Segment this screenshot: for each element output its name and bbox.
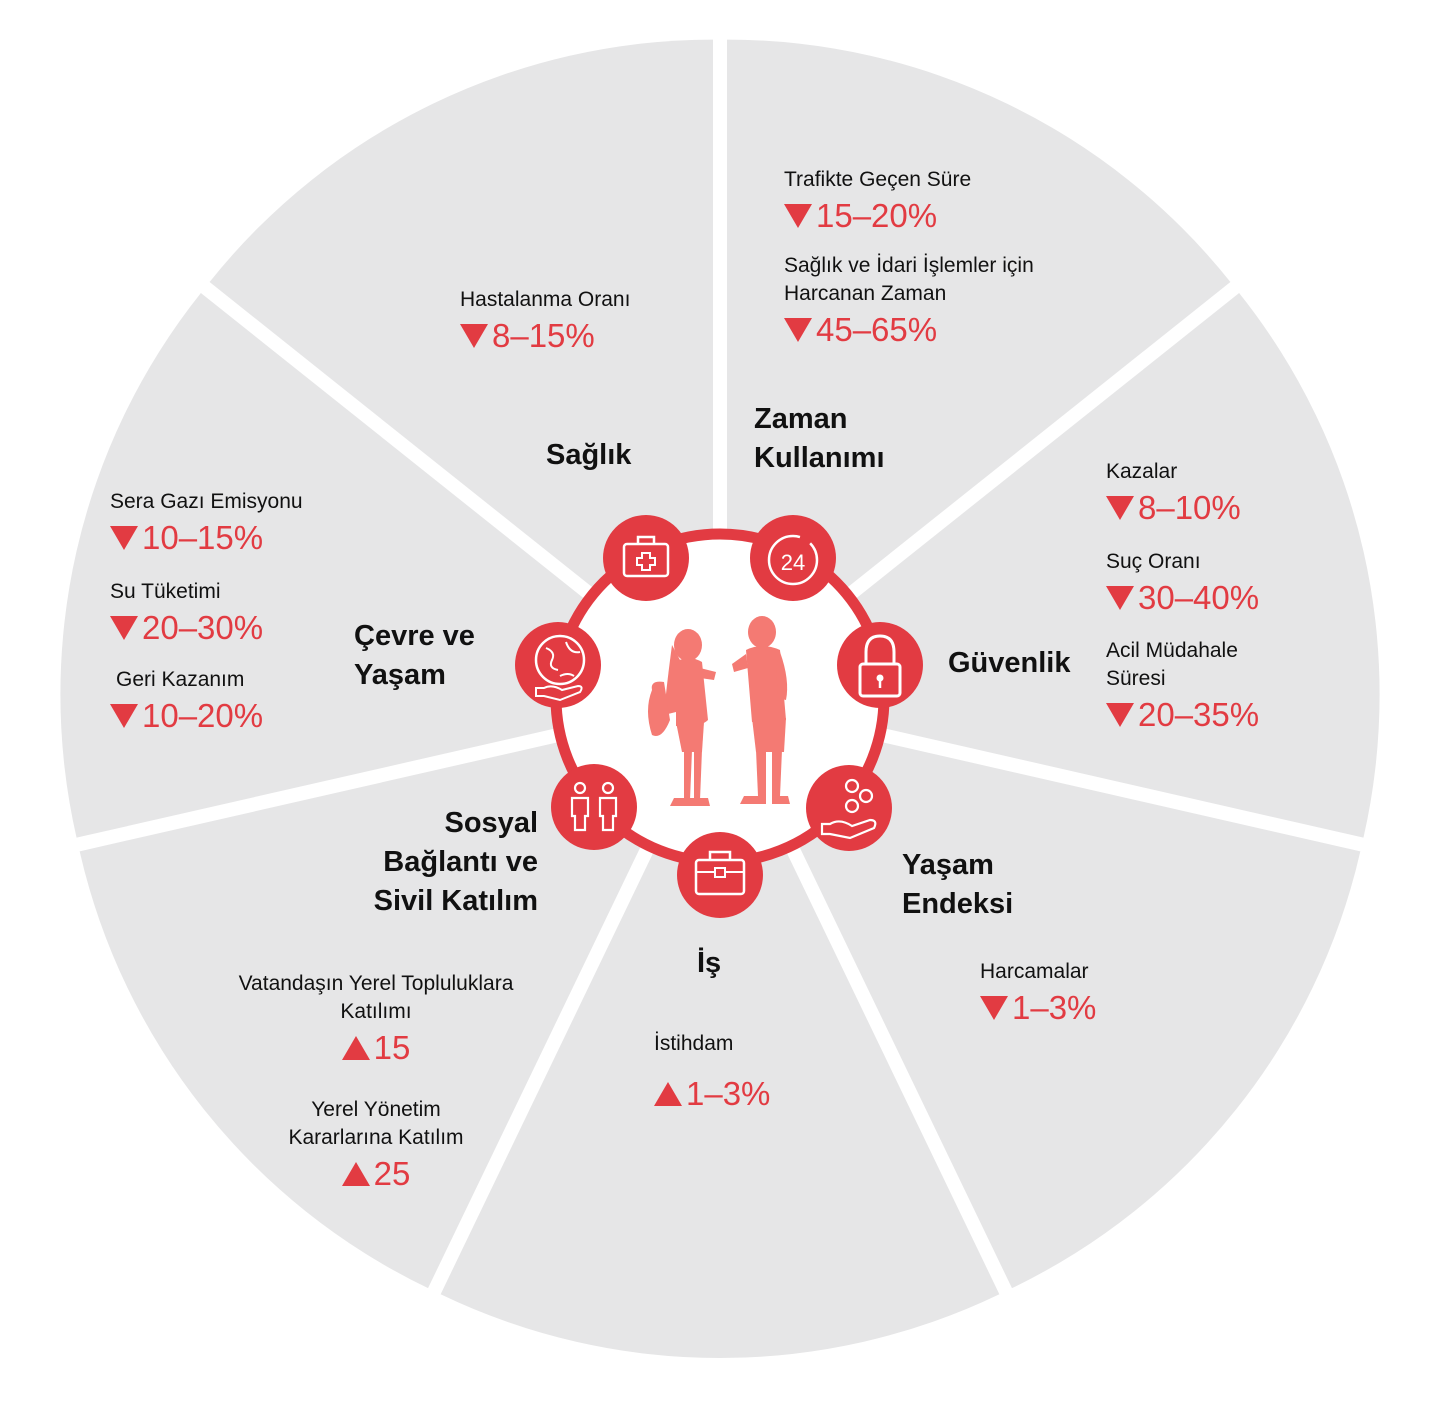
- segment-sector-cevre: [209, 39, 713, 684]
- metric-value: 15: [196, 1026, 556, 1070]
- metric-yerel-yonetim-katilim: Yerel Yönetim Kararlarına Katılım 25: [216, 1096, 536, 1196]
- metric-value: 30–40%: [1106, 576, 1259, 620]
- down-arrow-icon: [1106, 703, 1134, 727]
- two-people-icon: [551, 764, 637, 850]
- up-arrow-icon: [341, 1036, 370, 1060]
- down-arrow-icon: [1106, 496, 1134, 520]
- metric-value: 10–20%: [110, 694, 263, 738]
- metric-label: Sera Gazı Emisyonu: [110, 490, 303, 513]
- metric-value-text: 8–15%: [492, 317, 595, 354]
- metric-value: 1–3%: [654, 1072, 770, 1116]
- metric-sera-gazi-emisyonu: Sera Gazı Emisyonu 10–15%: [110, 488, 303, 560]
- metric-value: 45–65%: [784, 308, 1034, 352]
- metric-suc-orani: Suç Oranı 30–40%: [1106, 548, 1259, 620]
- metric-label: Su Tüketimi: [110, 580, 221, 603]
- hand-coins-icon: [806, 765, 892, 851]
- up-arrow-icon: [341, 1162, 370, 1186]
- metric-value: 20–30%: [110, 606, 263, 650]
- metric-acil-mudahale-suresi: Acil Müdahale Süresi 20–35%: [1106, 637, 1259, 737]
- metric-geri-kazanim: Geri Kazanım 10–20%: [110, 666, 263, 738]
- segment-title-is: İş: [697, 947, 722, 979]
- metric-value: 10–15%: [110, 516, 303, 560]
- segment-title-guvenlik: Güvenlik: [948, 647, 1071, 679]
- metric-label: Sağlık ve İdari İşlemler için Harcanan Z…: [784, 254, 1034, 305]
- metric-value: 25: [216, 1152, 536, 1196]
- metric-value: 8–10%: [1106, 486, 1241, 530]
- segment-sector-is: [79, 708, 708, 1289]
- padlock-icon: [837, 622, 923, 708]
- metric-label: Suç Oranı: [1106, 550, 1201, 573]
- down-arrow-icon: [110, 704, 138, 728]
- metric-value-text: 15: [373, 1029, 411, 1066]
- metric-trafikte-gecen-sure: Trafikte Geçen Süre 15–20%: [784, 166, 971, 238]
- people-silhouette-icon: [648, 616, 790, 806]
- segment-sector-saglik: [727, 39, 1231, 684]
- segment-title-yasam-endeksi: Yaşam Endeksi: [902, 849, 1014, 920]
- down-arrow-icon: [980, 996, 1008, 1020]
- metric-label: İstihdam: [654, 1032, 734, 1055]
- metric-label: Yerel Yönetim Kararlarına Katılım: [288, 1098, 464, 1149]
- segment-title-sosyal: Sosyal Bağlantı ve Sivil Katılım: [373, 807, 538, 917]
- clock-24-icon: 24: [750, 515, 836, 601]
- down-arrow-icon: [1106, 586, 1134, 610]
- metric-harcamalar: Harcamalar 1–3%: [980, 958, 1096, 1030]
- metric-value: 15–20%: [784, 194, 971, 238]
- segment-sector-yasam-endeksi: [440, 714, 1000, 1358]
- metric-label: Trafikte Geçen Süre: [784, 168, 972, 191]
- segment-title-saglik: Sağlık: [546, 439, 632, 471]
- segment-title-cevre: Çevre ve Yaşam: [354, 620, 475, 691]
- down-arrow-icon: [784, 318, 812, 342]
- metric-hastalanma-orani: Hastalanma Oranı 8–15%: [460, 286, 630, 358]
- metric-label: Geri Kazanım: [116, 668, 245, 691]
- metric-istihdam: İstihdam 1–3%: [654, 1030, 770, 1116]
- down-arrow-icon: [784, 204, 812, 228]
- svg-text:24: 24: [781, 550, 805, 575]
- segment-title-zaman: Zaman Kullanımı: [754, 403, 885, 474]
- segment-sector-guvenlik: [732, 708, 1361, 1289]
- first-aid-kit-icon: [603, 515, 689, 601]
- metric-label: Vatandaşın Yerel Topluluklara Katılımı: [238, 972, 514, 1023]
- down-arrow-icon: [110, 526, 138, 550]
- metric-label: Harcamalar: [980, 960, 1089, 983]
- briefcase-icon: [677, 832, 763, 918]
- metric-value-text: 20–30%: [142, 609, 264, 646]
- metric-value-text: 10–15%: [142, 519, 264, 556]
- up-arrow-icon: [654, 1082, 682, 1106]
- metric-value-text: 8–10%: [1138, 489, 1241, 526]
- metric-value-text: 1–3%: [1012, 989, 1097, 1026]
- metric-value-text: 15–20%: [816, 197, 938, 234]
- globe-hand-icon: [515, 622, 601, 708]
- metric-value-text: 45–65%: [816, 311, 938, 348]
- metric-kazalar: Kazalar 8–10%: [1106, 458, 1241, 530]
- metric-value: 8–15%: [460, 314, 630, 358]
- metric-value-text: 1–3%: [686, 1075, 771, 1112]
- metric-vatandasin-katilimi: Vatandaşın Yerel Topluluklara Katılımı 1…: [196, 970, 556, 1070]
- metric-value-text: 25: [373, 1155, 411, 1192]
- metric-value: 1–3%: [980, 986, 1096, 1030]
- metric-value-text: 30–40%: [1138, 579, 1260, 616]
- metric-label: Hastalanma Oranı: [460, 288, 631, 311]
- metric-value-text: 10–20%: [142, 697, 264, 734]
- metric-label: Acil Müdahale Süresi: [1106, 639, 1238, 690]
- down-arrow-icon: [460, 324, 488, 348]
- metric-value: 20–35%: [1106, 693, 1259, 737]
- metric-saglik-idari-islemler: Sağlık ve İdari İşlemler için Harcanan Z…: [784, 252, 1034, 352]
- down-arrow-icon: [110, 616, 138, 640]
- metric-label: Kazalar: [1106, 460, 1178, 483]
- metric-su-tuketimi: Su Tüketimi 20–30%: [110, 578, 263, 650]
- metric-value-text: 20–35%: [1138, 696, 1260, 733]
